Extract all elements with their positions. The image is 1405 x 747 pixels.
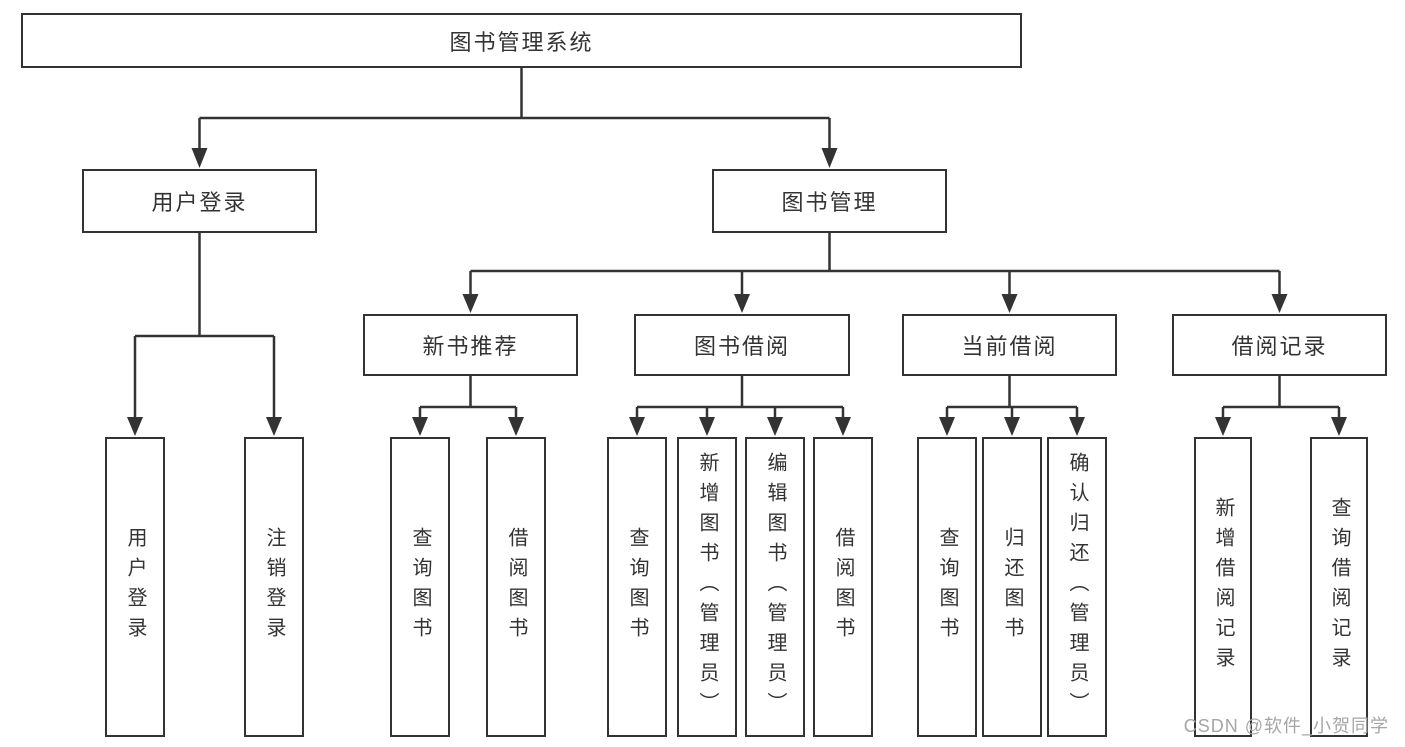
leaf-records-query-record: 查询借阅记录 [1310, 437, 1368, 737]
node-book-borrow: 图书借阅 [634, 314, 850, 376]
node-book-management: 图书管理 [712, 169, 947, 233]
node-system-root: 图书管理系统 [21, 13, 1022, 68]
leaf-label: 借阅图书 [832, 527, 854, 647]
leaf-borrow-borrow-books: 借阅图书 [813, 437, 873, 737]
watermark: CSDN @软件_小贺同学 [1183, 716, 1389, 736]
leaf-user-login: 用户登录 [105, 437, 165, 737]
leaf-borrow-add-books-admin: 新增图书（管理员） [677, 437, 737, 737]
leaf-recommend-query-books: 查询图书 [390, 437, 450, 737]
leaf-label: 归还图书 [1001, 527, 1023, 647]
leaf-label: 确认归还（管理员） [1066, 452, 1088, 722]
node-borrow-records: 借阅记录 [1172, 314, 1387, 376]
node-label: 当前借阅 [961, 334, 1058, 359]
leaf-label: 查询借阅记录 [1328, 497, 1350, 677]
leaf-borrow-query-books: 查询图书 [607, 437, 667, 737]
leaf-recommend-borrow-books: 借阅图书 [486, 437, 546, 737]
node-user-login: 用户登录 [82, 169, 317, 233]
leaf-records-add-record: 新增借阅记录 [1194, 437, 1252, 737]
node-label: 借阅记录 [1231, 334, 1328, 359]
leaf-label: 新增借阅记录 [1212, 497, 1234, 677]
leaf-label: 查询图书 [936, 527, 958, 647]
node-label: 图书管理系统 [449, 29, 594, 55]
leaf-current-query-books: 查询图书 [917, 437, 977, 737]
leaf-current-return-books: 归还图书 [982, 437, 1042, 737]
leaf-label: 查询图书 [409, 527, 431, 647]
leaf-label: 注销登录 [263, 527, 285, 647]
leaf-label: 新增图书（管理员） [696, 452, 718, 722]
node-current-borrow: 当前借阅 [902, 314, 1117, 376]
leaf-borrow-edit-books-admin: 编辑图书（管理员） [745, 437, 805, 737]
leaf-current-confirm-return-admin: 确认归还（管理员） [1047, 437, 1107, 737]
node-label: 新书推荐 [422, 334, 519, 359]
node-label: 用户登录 [151, 190, 248, 215]
leaf-label: 借阅图书 [505, 527, 527, 647]
leaf-label: 编辑图书（管理员） [764, 452, 786, 722]
leaf-label: 用户登录 [124, 527, 146, 647]
node-new-book-recommend: 新书推荐 [363, 314, 578, 376]
leaf-label: 查询图书 [626, 527, 648, 647]
node-label: 图书借阅 [693, 334, 790, 359]
node-label: 图书管理 [781, 190, 878, 215]
leaf-logout: 注销登录 [244, 437, 304, 737]
